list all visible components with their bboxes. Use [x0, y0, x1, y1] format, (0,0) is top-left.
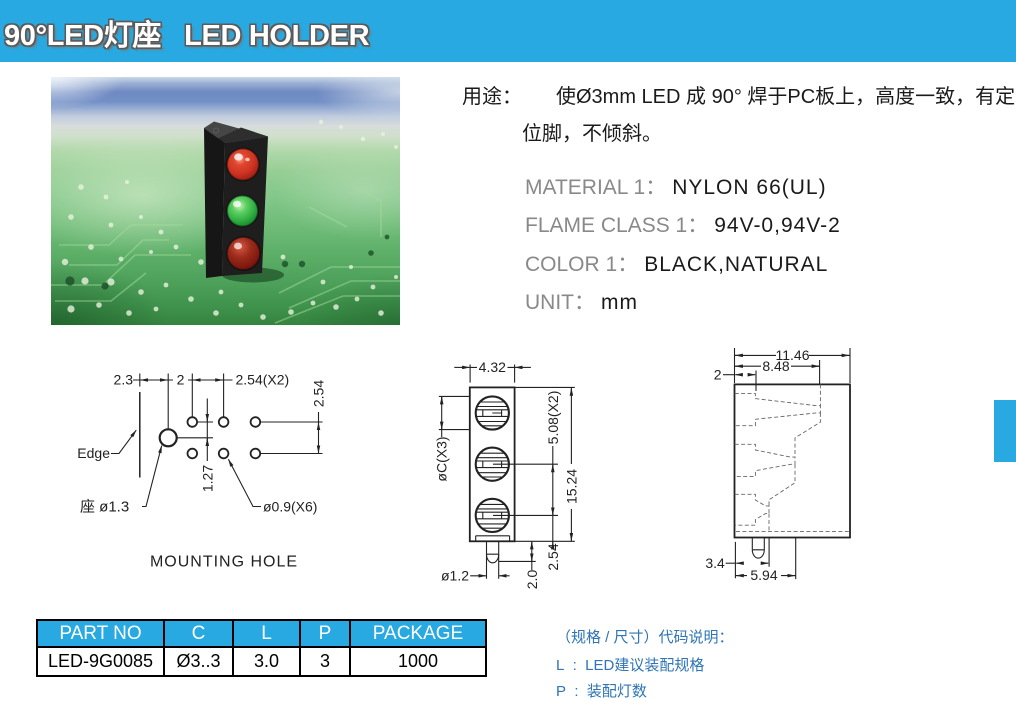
- svg-text:2.3: 2.3: [114, 372, 134, 388]
- svg-text:2: 2: [714, 366, 722, 382]
- svg-text:8.48: 8.48: [762, 358, 789, 374]
- svg-text:2.54: 2.54: [545, 543, 561, 570]
- svg-text:11.46: 11.46: [776, 347, 810, 363]
- svg-text:15.24: 15.24: [563, 469, 579, 504]
- svg-text:3.4: 3.4: [705, 555, 725, 571]
- svg-text:ø1.2: ø1.2: [441, 567, 469, 583]
- svg-text:1.27: 1.27: [199, 465, 215, 492]
- svg-text:2.54(X2): 2.54(X2): [236, 372, 290, 388]
- svg-text:座 ø1.3: 座 ø1.3: [80, 499, 129, 516]
- svg-text:øC(X3): øC(X3): [434, 436, 450, 481]
- svg-text:Edge: Edge: [77, 445, 110, 461]
- svg-text:5.94: 5.94: [750, 567, 777, 583]
- svg-text:2: 2: [177, 372, 185, 388]
- svg-text:ø0.9(X6): ø0.9(X6): [263, 499, 317, 515]
- svg-text:2.54: 2.54: [311, 380, 327, 407]
- svg-text:MOUNTING HOLE: MOUNTING HOLE: [150, 554, 298, 571]
- svg-text:2.0: 2.0: [524, 570, 540, 590]
- svg-text:5.08(X2): 5.08(X2): [545, 391, 561, 445]
- svg-text:4.32: 4.32: [479, 359, 506, 375]
